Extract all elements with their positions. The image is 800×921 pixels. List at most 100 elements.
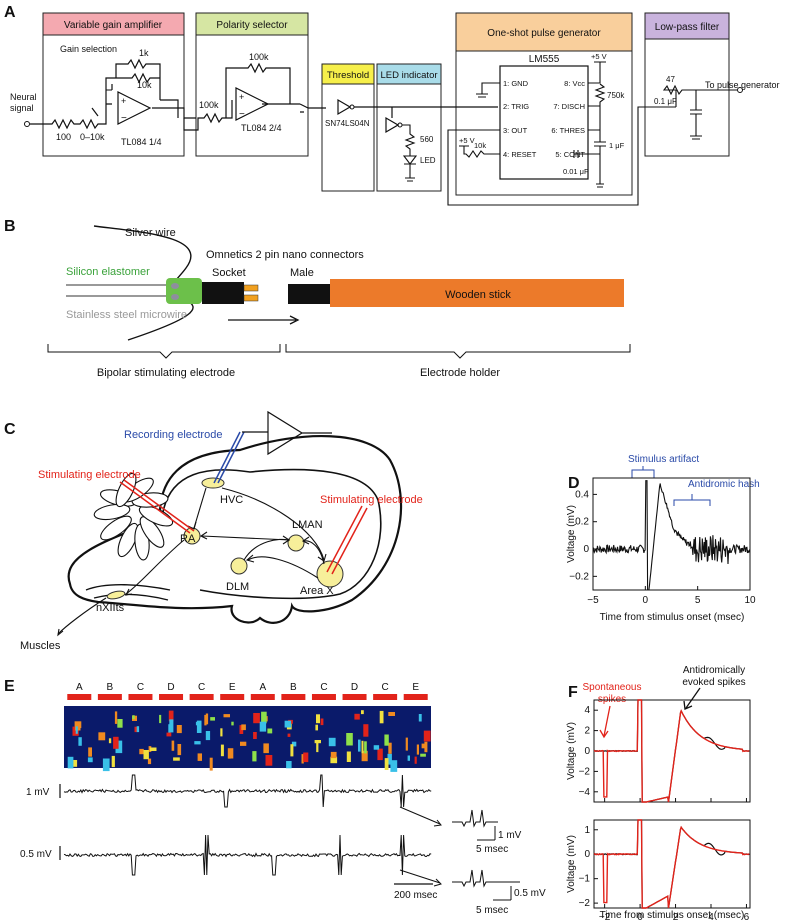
r-reset: 10k — [474, 141, 486, 150]
spectrogram-blob — [284, 720, 292, 728]
spectrogram — [64, 706, 431, 768]
spectrogram-blob — [149, 747, 157, 751]
stim-artifact-label: Stimulus artifact — [628, 454, 699, 465]
cap-001uf: 0.01 μF — [563, 167, 589, 176]
spectrogram-blob — [194, 741, 201, 745]
f-ylabel-bottom: Voltage (mV) — [566, 835, 577, 893]
r-100k-in: 100k — [199, 100, 219, 110]
spectrogram-blob — [263, 743, 269, 754]
spectrogram-blob — [328, 737, 336, 747]
buffer-label: SN74LS04N — [325, 119, 370, 128]
syllable-label: A — [259, 682, 266, 693]
wooden-stick-label: Wooden stick — [445, 289, 511, 301]
socket-label: Socket — [212, 267, 246, 279]
syllable-bar — [220, 694, 245, 700]
spectrogram-blob — [132, 715, 135, 720]
threshold-box-title-bg — [321, 63, 375, 85]
spectrogram-blob — [388, 742, 392, 754]
polarity-wiring — [183, 62, 326, 131]
spectrogram-blob — [78, 737, 82, 746]
spectrogram-blob — [134, 726, 138, 733]
spectrogram-blob — [197, 753, 202, 761]
inset-2-ms: 5 msec — [476, 905, 508, 916]
spectrogram-blob — [418, 714, 422, 722]
arrow-2-head — [433, 878, 442, 887]
spectrogram-blob — [405, 737, 408, 751]
spectrogram-blob — [136, 726, 140, 733]
spectrogram-blob — [316, 742, 319, 753]
opamp-2-minus: − — [239, 109, 245, 120]
syllable-label: C — [320, 682, 327, 693]
spectrogram-blob — [98, 732, 106, 741]
amp-box-title: Variable gain amplifier — [64, 20, 163, 31]
f-top-ytick-label: 4 — [584, 705, 590, 716]
spectrogram-blob — [166, 732, 172, 737]
syllable-bar — [250, 694, 275, 700]
gain-selection-label: Gain selection — [60, 44, 117, 54]
arrow-1 — [399, 806, 441, 825]
spectrogram-blob — [205, 731, 211, 741]
opamp-1 — [117, 91, 152, 125]
f-bottom-red-trace — [593, 819, 750, 909]
spectrogram-blob — [384, 734, 389, 746]
stim-left-label: Stimulating electrode — [38, 469, 141, 481]
neural-signal-label-2: signal — [10, 103, 34, 113]
cerebellum — [93, 472, 174, 561]
spectrogram-blob — [147, 758, 152, 765]
elastomer-label: Silicon elastomer — [66, 266, 150, 278]
spectrogram-blob — [241, 724, 246, 731]
pin-3: 3: OUT — [503, 126, 528, 135]
spectrogram-blob — [421, 743, 427, 749]
spectrogram-blob — [414, 756, 417, 764]
threshold-wiring — [354, 106, 498, 118]
elastomer-blob-1 — [171, 283, 179, 289]
spectrogram-blob — [102, 758, 110, 772]
oneshot-box-title: One-shot pulse generator — [487, 28, 601, 39]
opamp-2-plus: + — [239, 92, 244, 102]
pin-6: 6: THRES — [551, 126, 585, 135]
spectrogram-blob — [314, 740, 321, 744]
d-ytick-label: 0.2 — [575, 517, 589, 528]
stim-left-2 — [123, 479, 195, 532]
panel-f: F Spontaneous spikes Antidromically evok… — [566, 665, 751, 921]
f-xtick-label: 2 — [673, 912, 679, 921]
polarity-box-title-bg — [195, 12, 309, 36]
spectrogram-blob — [346, 751, 351, 762]
spectrogram-blob — [252, 751, 257, 762]
spectrogram-blob — [330, 751, 337, 759]
spectrogram-blob — [143, 750, 149, 760]
spectrogram-blob — [346, 733, 353, 746]
f-xtick-label: −2 — [599, 912, 611, 921]
d-axes — [592, 477, 751, 591]
spontaneous-arrow — [599, 705, 611, 739]
syllable-bar — [97, 694, 122, 700]
spectrogram-blob — [407, 755, 410, 761]
nxiits-label: nXIIts — [96, 602, 125, 614]
syllable-label: C — [198, 682, 205, 693]
to-pulse-label: To pulse generator — [705, 80, 780, 90]
areax-nucleus — [316, 560, 344, 588]
f-xtick-label: 4 — [708, 912, 714, 921]
syllable-bar — [373, 694, 398, 700]
stim-artifact-bracket — [631, 466, 655, 478]
d-xtick-label: −5 — [587, 595, 599, 606]
spectrogram-blobs — [67, 710, 431, 772]
muscles-label: Muscles — [20, 640, 61, 652]
spectrogram-blob — [75, 726, 78, 734]
socket-pin-1 — [243, 284, 259, 292]
opamp-1-minus: − — [121, 113, 127, 124]
spectrogram-blob — [240, 741, 247, 746]
elastomer-blob-2 — [171, 294, 179, 300]
stim-right-label: Stimulating electrode — [320, 494, 423, 506]
opamp-1-plus: + — [121, 96, 126, 106]
spectrogram-blob — [387, 753, 392, 765]
antidromic-label-1: Antidromically — [683, 665, 745, 676]
f-bottom-axes — [593, 819, 751, 909]
omnetics-label: Omnetics 2 pin nano connectors — [206, 249, 364, 261]
spectrogram-blob — [315, 724, 318, 731]
f-bottom-ytick-label: 1 — [584, 825, 590, 836]
spectrogram-blob — [196, 720, 202, 733]
